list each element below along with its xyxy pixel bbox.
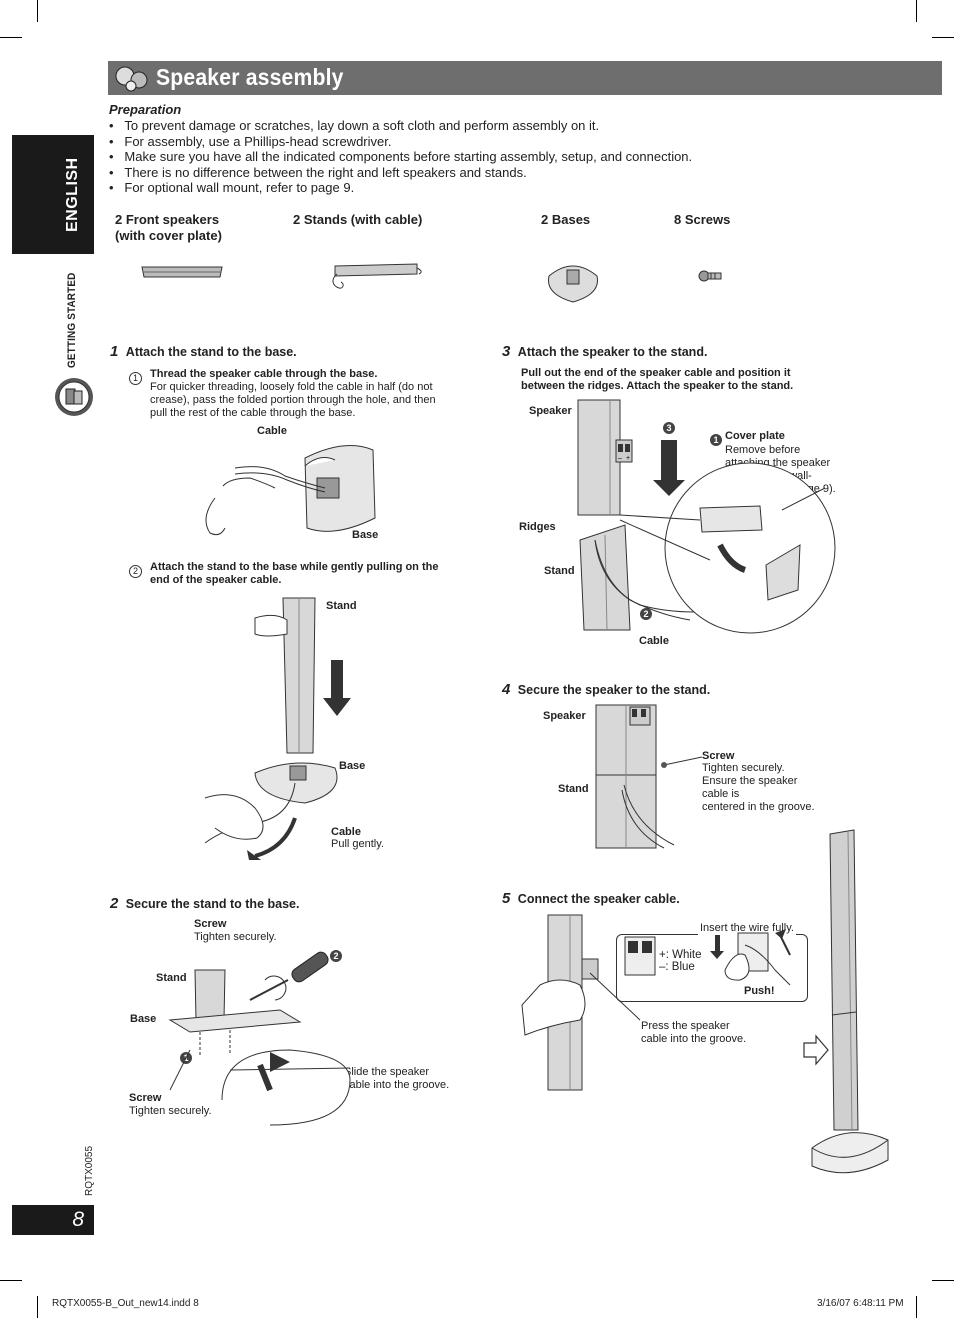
- base-illustration: [548, 265, 598, 303]
- label-base: Base: [130, 1013, 157, 1025]
- crop-mark: [0, 37, 22, 38]
- front-speaker-illustration: [141, 266, 223, 278]
- label-speaker: Speaker: [529, 405, 572, 417]
- label-stand: Stand: [544, 565, 575, 577]
- marker-2: 2: [640, 604, 652, 622]
- attach-stand-illustration: [204, 597, 351, 860]
- step-3-intro: Pull out the end of the speaker cable an…: [521, 367, 794, 392]
- list-item: • There is no difference between the rig…: [109, 164, 527, 180]
- component-stands: 2 Stands (with cable): [293, 212, 423, 227]
- list-item: • For assembly, use a Phillips-head scre…: [109, 133, 392, 149]
- screw-top-text: Tighten securely.: [194, 931, 277, 943]
- attach-speaker-illustration: – +: [577, 399, 836, 634]
- language-tab: [12, 135, 94, 254]
- footer-file: RQTX0055-B_Out_new14.indd 8: [52, 1298, 199, 1309]
- step-1-heading: 1 Attach the stand to the base.: [110, 343, 297, 360]
- screw-bottom-text: Tighten securely.: [129, 1105, 212, 1117]
- label-base: Base: [352, 529, 379, 541]
- plus-white-text: +: White: [659, 949, 702, 961]
- screw-top-label: Screw: [194, 918, 227, 930]
- label-cable: Cable: [639, 635, 669, 647]
- preparation-list: • To prevent damage or scratches, lay do…: [109, 118, 692, 196]
- list-item: • For optional wall mount, refer to page…: [109, 180, 355, 195]
- step-5-heading: 5 Connect the speaker cable.: [502, 890, 680, 907]
- label-speaker: Speaker: [543, 710, 586, 722]
- step-1-sub2-title: Attach the stand to the base while gentl…: [150, 561, 439, 586]
- step-1-sub1-marker: 1: [129, 368, 142, 386]
- page-title: Speaker assembly: [156, 64, 344, 90]
- label-cable: Cable: [331, 826, 361, 838]
- crop-mark: [916, 0, 917, 22]
- label-stand: Stand: [326, 600, 357, 612]
- insert-wire-text: Insert the wire fully.: [698, 922, 796, 935]
- screw-bottom-label: Screw: [129, 1092, 162, 1104]
- step-1-sub1-text: For quicker threading, loosely fold the …: [150, 381, 436, 419]
- component-screws: 8 Screws: [674, 212, 731, 227]
- marker-1: 1: [710, 430, 722, 448]
- component-bases: 2 Bases: [541, 212, 591, 227]
- list-item: • Make sure you have all the indicated c…: [109, 149, 693, 164]
- stand-illustration: [332, 263, 422, 289]
- page-number-box: 8: [12, 1205, 94, 1235]
- step-1-sub2-marker: 2: [129, 561, 142, 579]
- marker-3: 3: [663, 418, 675, 436]
- label-stand: Stand: [156, 972, 187, 984]
- section-label: GETTING STARTED: [66, 272, 78, 368]
- secure-speaker-illustration: [595, 704, 703, 849]
- label-stand: Stand: [558, 783, 589, 795]
- list-item: • To prevent damage or scratches, lay do…: [109, 118, 600, 133]
- cover-plate-label: Cover plate: [725, 430, 785, 442]
- terminal-minus: –: [618, 455, 622, 462]
- terminal-plus: +: [626, 455, 630, 462]
- crop-mark: [932, 1280, 954, 1281]
- marker-2: 2: [330, 946, 342, 964]
- screw-label: Screw: [702, 750, 735, 762]
- preparation-heading: Preparation: [109, 102, 182, 117]
- crop-mark: [0, 1280, 22, 1281]
- label-ridges: Ridges: [519, 521, 556, 533]
- connect-cable-illustration: [521, 914, 791, 1091]
- push-label: Push!: [744, 985, 775, 997]
- screw-illustration: [698, 270, 722, 282]
- right-arrow-icon: [803, 1034, 829, 1066]
- minus-blue-text: –: Blue: [659, 961, 695, 973]
- footer-date: 3/16/07 6:48:11 PM: [817, 1298, 904, 1309]
- pull-gently-text: Pull gently.: [331, 838, 384, 850]
- step-1-sub1-title: Thread the speaker cable through the bas…: [150, 368, 378, 380]
- getting-started-icon: [55, 378, 93, 416]
- step-4-heading: 4 Secure the speaker to the stand.: [502, 681, 711, 698]
- step-2-heading: 2 Secure the stand to the base.: [110, 895, 300, 912]
- page-number: 8: [72, 1208, 84, 1231]
- speaker-bubbles-icon: [115, 66, 148, 92]
- secure-stand-illustration: [168, 951, 351, 1126]
- assembled-speaker-illustration: [811, 829, 889, 1174]
- crop-mark: [916, 1296, 917, 1318]
- language-label: ENGLISH: [64, 157, 81, 232]
- doc-code: RQTX0055: [84, 1145, 95, 1196]
- title-bar: Speaker assembly: [108, 61, 942, 95]
- thread-cable-illustration: [205, 445, 376, 536]
- step-3-heading: 3 Attach the speaker to the stand.: [502, 343, 708, 360]
- label-base: Base: [339, 760, 366, 772]
- label-cable: Cable: [257, 425, 287, 437]
- crop-mark: [37, 1296, 38, 1318]
- crop-mark: [932, 37, 954, 38]
- crop-mark: [37, 0, 38, 22]
- component-speakers: 2 Front speakers(with cover plate): [115, 212, 222, 243]
